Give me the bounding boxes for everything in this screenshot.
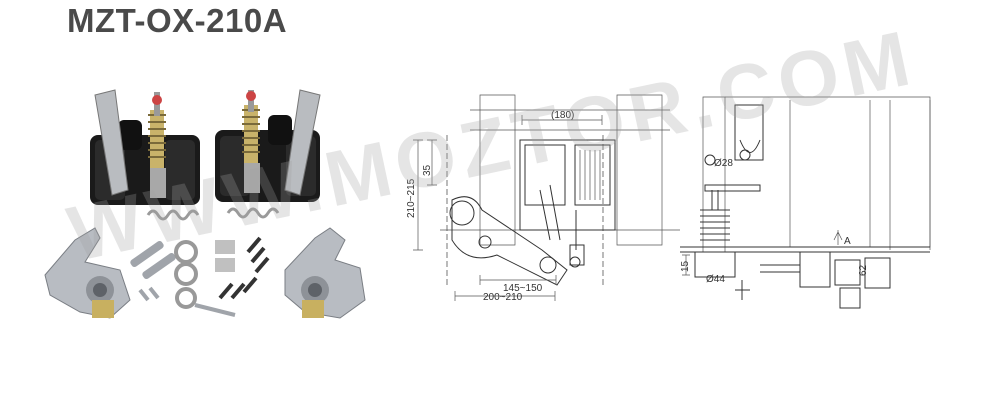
product-photo: [44, 89, 366, 319]
dim-height-range: 210~215: [406, 178, 417, 218]
dim-offset: 35: [422, 164, 433, 176]
right-lever-casting: [284, 227, 366, 319]
section-label: A: [844, 236, 851, 247]
dim-top-width: (180): [551, 110, 574, 121]
front-view-drawing: (180) 210~215 35 145~150 200~210: [406, 94, 680, 303]
dim-span-inner: 145~150: [503, 283, 543, 294]
small-parts: [130, 236, 270, 317]
dim-span-outer: 200~210: [483, 292, 523, 303]
side-view-drawing: Ø28 Ø44 15 A 62: [680, 96, 931, 309]
product-title: MZT-OX-210A: [67, 2, 288, 39]
springs: [146, 207, 280, 221]
left-lever-casting: [44, 227, 131, 319]
dim-side-right: 62: [858, 264, 869, 276]
dim-diameter-large: Ø44: [706, 274, 725, 285]
right-gear-block: [215, 89, 321, 202]
dim-side-left: 15: [680, 260, 691, 272]
dim-diameter-small: Ø28: [714, 158, 733, 169]
left-gear-block: [90, 89, 200, 205]
